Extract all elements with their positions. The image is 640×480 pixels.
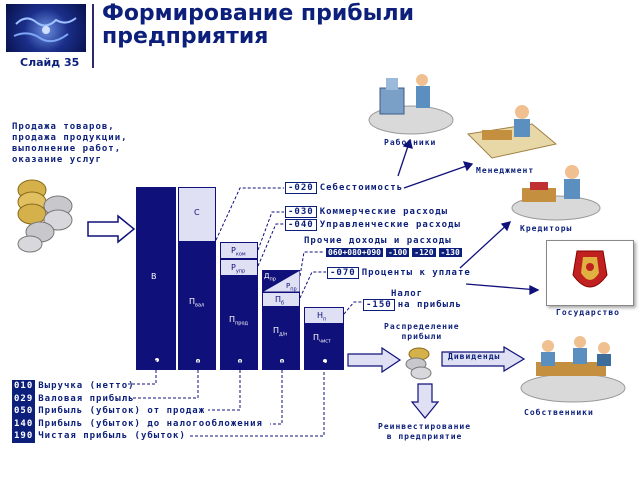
label-text: Себестоимость bbox=[319, 183, 404, 193]
reinvest-arrow-icon bbox=[410, 383, 440, 419]
bar-label: Пб bbox=[275, 295, 285, 307]
globe-map-icon bbox=[13, 17, 77, 43]
title-line-1: Формирование прибыли bbox=[102, 1, 415, 26]
distribution-coins-icon bbox=[405, 347, 432, 380]
code-badge: -100 bbox=[385, 248, 410, 257]
workers-label: Работники bbox=[384, 138, 437, 147]
sales-line: продажа продукции, bbox=[12, 133, 128, 143]
bar-label: В bbox=[151, 272, 157, 281]
header-logo bbox=[6, 4, 86, 52]
bar-revenue: В bbox=[136, 187, 176, 370]
header-divider bbox=[92, 4, 94, 68]
coat-of-arms-icon bbox=[572, 250, 608, 288]
label-text: Налог bbox=[391, 289, 424, 299]
bar-label: С bbox=[194, 208, 200, 217]
bar-commercial: Рком bbox=[220, 242, 258, 259]
bar-dot bbox=[155, 358, 159, 362]
title-line-2: предприятия bbox=[102, 24, 269, 49]
distribution-title: Распределение прибыли bbox=[384, 322, 460, 341]
bar-label: Рком bbox=[231, 246, 246, 258]
bar-cost: С bbox=[178, 187, 216, 242]
bar-interest: Пб bbox=[262, 292, 300, 307]
code-badge: -020 bbox=[285, 182, 317, 194]
sales-line: оказание услуг bbox=[12, 155, 102, 165]
management-group: Менеджмент bbox=[462, 100, 562, 180]
page-title: Формирование прибыли предприятия bbox=[102, 2, 414, 48]
bar-other-income-expense bbox=[262, 270, 300, 292]
sales-arrow-icon bbox=[87, 214, 136, 244]
bar-label-dpr: Дпр bbox=[264, 272, 276, 283]
sales-description: Продажа товаров, продажа продукции, выпо… bbox=[12, 122, 128, 166]
bar-gross-profit: Пвал bbox=[178, 242, 216, 370]
bar-tax: Нп bbox=[304, 307, 344, 324]
code-badge: -130 bbox=[438, 248, 462, 257]
management-label: Менеджмент bbox=[476, 166, 535, 175]
bar-pretax-profit: Пд/н bbox=[262, 307, 300, 370]
state-group: Государство bbox=[542, 240, 638, 320]
code-badge: -070 bbox=[327, 267, 359, 279]
bar-dot bbox=[323, 359, 327, 363]
reinvest-label: Реинвестирование в предприятие bbox=[378, 422, 472, 441]
state-label: Государство bbox=[556, 308, 620, 317]
dividends-arrow-icon bbox=[441, 346, 526, 372]
code-badge: -150 bbox=[363, 299, 395, 311]
bar-admin: Рупр bbox=[220, 259, 258, 276]
other-title: Прочие доходы и расходы bbox=[304, 236, 452, 246]
bar-label: Пвал bbox=[189, 297, 205, 309]
owners-label: Собственники bbox=[524, 408, 594, 417]
net-profit-arrow-icon bbox=[347, 346, 402, 374]
bar-label: Пд/н bbox=[273, 326, 288, 338]
creditors-label: Кредиторы bbox=[520, 224, 573, 233]
creditors-illustration-icon bbox=[511, 165, 601, 221]
bar-sales-profit: Ппрод bbox=[220, 276, 258, 370]
owners-illustration-icon bbox=[520, 336, 626, 403]
bar-label: Рупр bbox=[231, 263, 246, 275]
label-text: Коммерческие расходы bbox=[319, 207, 449, 217]
label-text: на прибыль bbox=[397, 300, 462, 310]
sales-line: Продажа товаров, bbox=[12, 122, 115, 132]
other-codes: 060+080+090-100-120-130 bbox=[326, 248, 465, 257]
workers-illustration-icon bbox=[368, 74, 454, 135]
label-text: Управленческие расходы bbox=[319, 220, 461, 230]
label-text: Проценты к уплате bbox=[361, 268, 471, 278]
owners-group: Собственники bbox=[518, 328, 628, 420]
bar-label: Нп bbox=[317, 311, 327, 323]
code-badge: 060+080+090 bbox=[326, 248, 383, 257]
code-badge: -040 bbox=[285, 219, 317, 231]
state-emblem-box bbox=[546, 240, 634, 306]
code-badge: -030 bbox=[285, 206, 317, 218]
bar-label: Пчист bbox=[313, 333, 331, 345]
management-illustration-icon bbox=[466, 105, 558, 159]
code-badge: -120 bbox=[412, 248, 436, 257]
workers-group: Работники bbox=[366, 68, 456, 148]
bar-label: Ппрод bbox=[229, 315, 248, 327]
slide-label: Слайд 35 bbox=[20, 56, 80, 69]
sales-line: выполнение работ, bbox=[12, 144, 122, 154]
bar-label-rpr: Рпр bbox=[286, 282, 297, 293]
coins-icon bbox=[17, 179, 73, 253]
dividends-label: Дивиденды bbox=[448, 352, 501, 361]
creditors-group: Кредиторы bbox=[508, 158, 608, 236]
